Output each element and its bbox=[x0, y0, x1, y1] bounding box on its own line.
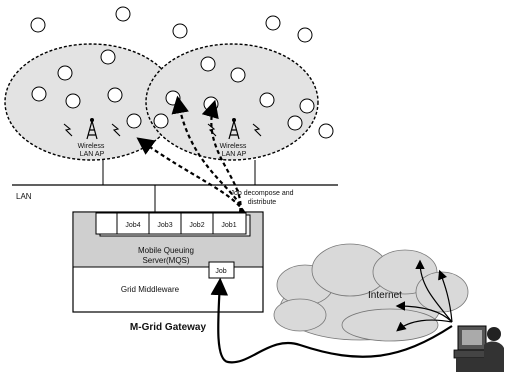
lan-label: LAN bbox=[16, 192, 32, 201]
mobile-node bbox=[30, 17, 46, 33]
right-ap-label: Wireless bbox=[220, 143, 247, 150]
distribution-arrow bbox=[171, 95, 244, 213]
routing-arrow bbox=[396, 319, 453, 332]
mobile-node bbox=[126, 113, 142, 129]
mqs-label: Server(MQS) bbox=[142, 256, 189, 265]
queue-job: Job3 bbox=[157, 222, 172, 229]
left-ap-label: LAN AP bbox=[80, 151, 105, 158]
queue-body bbox=[95, 212, 247, 235]
queue-job: Job1 bbox=[221, 222, 236, 229]
mobile-node bbox=[297, 27, 313, 43]
left-antenna-icon bbox=[86, 118, 98, 140]
mobile-node bbox=[318, 123, 334, 139]
grid-middleware-label: Grid Middleware bbox=[121, 285, 180, 294]
left-signal-icon bbox=[63, 123, 73, 137]
decompose-annotation: distribute bbox=[248, 199, 277, 206]
right-antenna-icon bbox=[228, 118, 240, 140]
routing-arrow bbox=[395, 301, 453, 323]
right-ap-label: LAN AP bbox=[222, 151, 247, 158]
left-ap-label: Wireless bbox=[78, 143, 105, 150]
mobile-node bbox=[265, 15, 281, 31]
mobile-node bbox=[115, 6, 131, 22]
mobile-node bbox=[203, 96, 219, 112]
user-workstation-icon bbox=[453, 325, 504, 372]
gateway-title: M-Grid Gateway bbox=[130, 322, 207, 333]
decompose-annotation: Job decompose and bbox=[230, 190, 293, 197]
mobile-node bbox=[31, 86, 47, 102]
right-signal-icon bbox=[252, 123, 262, 137]
mobile-node bbox=[259, 92, 275, 108]
mobile-node bbox=[107, 87, 123, 103]
distribution-arrows bbox=[136, 95, 245, 213]
mobile-node bbox=[172, 23, 188, 39]
queue-job: Job4 bbox=[125, 222, 140, 229]
mobile-node bbox=[153, 113, 169, 129]
routing-arrow bbox=[438, 269, 453, 323]
internet-arrows bbox=[395, 259, 453, 332]
routing-arrow bbox=[415, 259, 453, 323]
mobile-node bbox=[65, 93, 81, 109]
distribution-arrow bbox=[136, 137, 245, 213]
mobile-node bbox=[230, 67, 246, 83]
mobile-node bbox=[57, 65, 73, 81]
mobile-node bbox=[287, 115, 303, 131]
left-signal-icon bbox=[111, 123, 121, 137]
incoming-job-label: Job bbox=[215, 268, 226, 275]
mobile-node bbox=[299, 98, 315, 114]
internet-label: Internet bbox=[368, 290, 402, 301]
distribution-arrow bbox=[201, 99, 242, 213]
queue-job: Job2 bbox=[189, 222, 204, 229]
mqs-label: Mobile Queuing bbox=[138, 246, 194, 255]
mobile-node bbox=[100, 49, 116, 65]
job-queue: Job4 Job3 Job2 Job1 bbox=[95, 212, 251, 237]
job-submission-arrow bbox=[210, 277, 453, 364]
mobile-node bbox=[200, 56, 216, 72]
internet-cloud bbox=[273, 243, 469, 342]
right-wireless-cell bbox=[145, 43, 319, 161]
